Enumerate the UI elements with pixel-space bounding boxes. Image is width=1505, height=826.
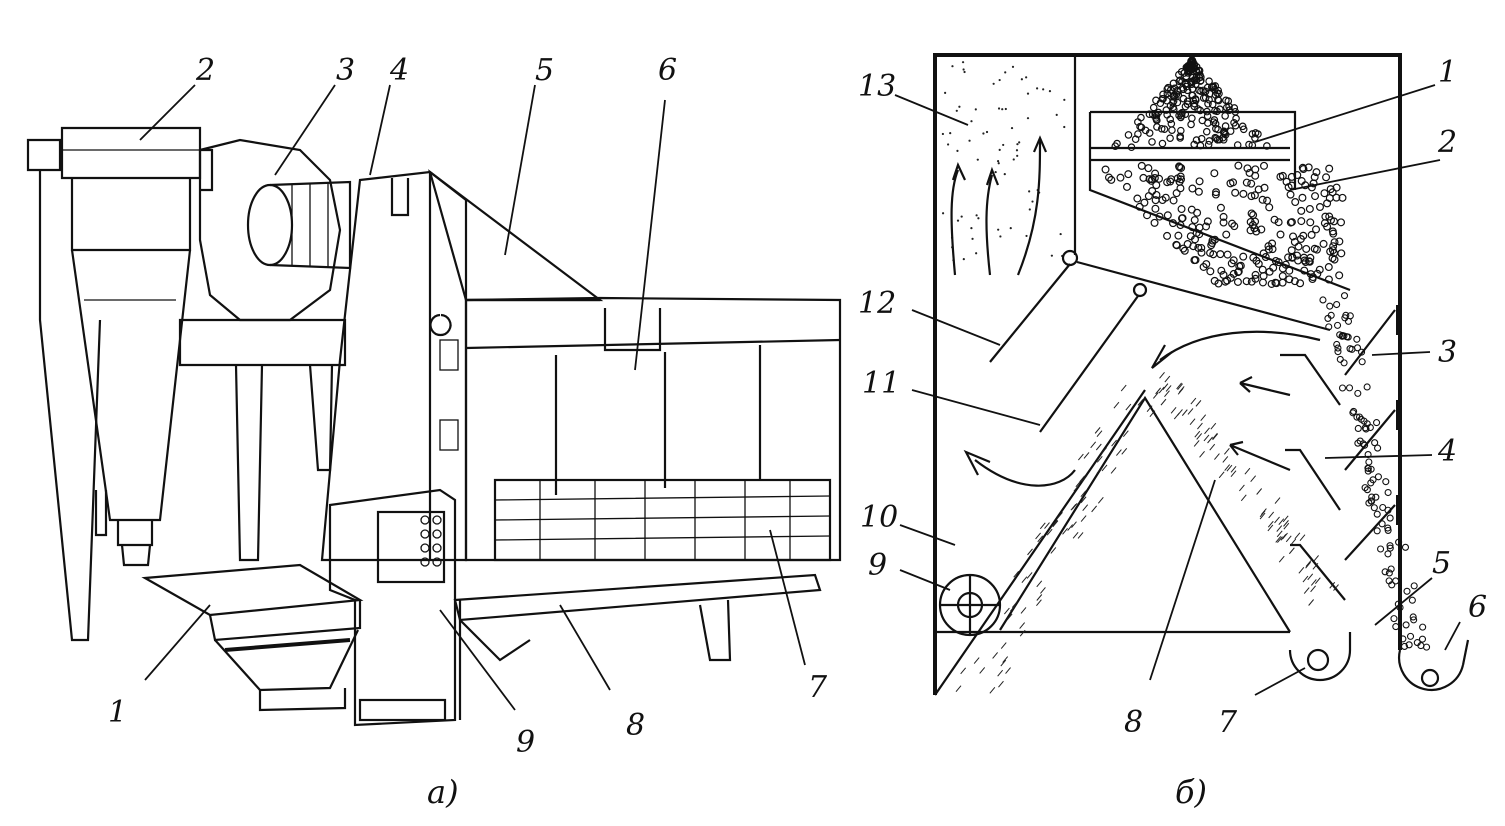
fig-a-label-9: 9 [516,725,535,760]
grain-bin [1088,56,1351,292]
fan-stand [178,318,347,562]
fig-b-label-6: 6 [1468,590,1487,625]
airflow-arrow-top [1159,330,1321,361]
fig-a-label-6: 6 [658,53,677,88]
fig-b-label-1: 1 [1438,55,1457,90]
airflow-streaks [955,372,1339,694]
fan [198,138,352,322]
aspiration-hood [428,169,604,302]
fig-b-label-5: 5 [1432,546,1451,581]
fig-a-label-2: 2 [195,53,215,88]
fig-b-label-11: 11 [862,366,900,401]
dust-particles [941,61,1066,262]
separator-body [429,296,842,562]
fig-b-label-9: 9 [868,548,887,583]
figure-b-drawing: 13 12 11 10 9 1 2 3 4 5 6 7 8 б) [858,53,1487,811]
auger-6 [1398,639,1470,691]
conveyor-trough [453,573,822,720]
fig-a-label-1: 1 [108,695,127,730]
fig-b-label-7: 7 [1218,705,1238,740]
fig-b-label-8: 8 [1124,705,1143,740]
fig-b-label-10: 10 [860,500,898,535]
grain-pile [1101,56,1347,288]
control-cabinet [328,488,457,727]
intake-hopper [141,563,364,712]
auger-7 [1288,632,1352,682]
fan-wheel [938,573,1002,637]
figure-a-caption: а) [427,773,459,811]
fig-b-label-12: 12 [858,286,896,321]
fig-a-label-5: 5 [535,53,554,88]
fig-b-label-13: 13 [858,69,896,104]
cyclones [26,126,202,642]
fig-a-label-8: 8 [626,708,645,743]
pivot-valve [1061,249,1079,267]
louvre-plates [1280,305,1400,601]
housing [933,53,1402,695]
grain-stream [1319,292,1431,651]
fig-b-label-3: 3 [1438,335,1457,370]
fig-b-label-4: 4 [1437,434,1457,469]
fig-b-label-2: 2 [1437,125,1457,160]
figure-a-leaders [139,84,806,711]
fig-a-label-7: 7 [808,670,828,705]
figure-b-leaders [894,84,1461,696]
fig-a-label-4: 4 [389,53,409,88]
figure-b-caption: б) [1175,773,1207,811]
airflow-arrow-left [974,459,1076,487]
settling-chamber [934,389,1291,696]
figure-a-drawing: 2 3 4 5 6 7 8 9 1 а) [26,53,842,811]
fig-a-label-3: 3 [336,53,355,88]
